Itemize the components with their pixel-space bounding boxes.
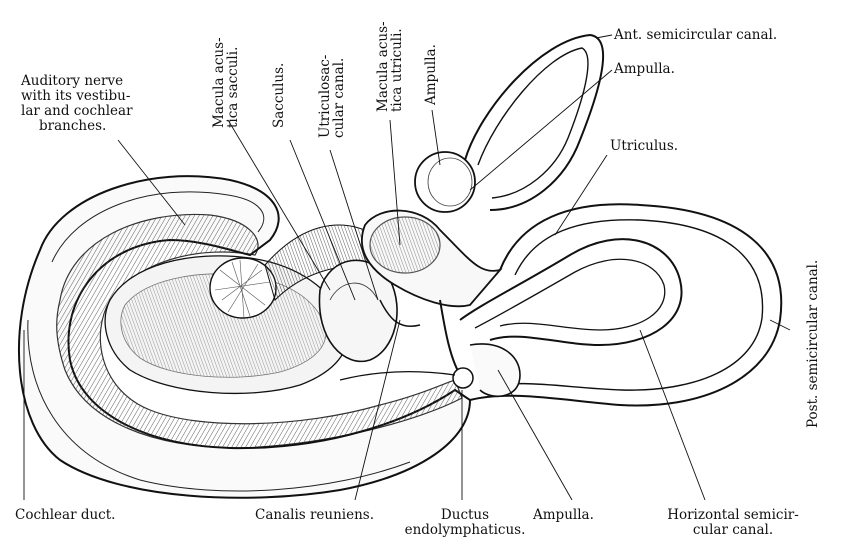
pointer-horizontal-canal xyxy=(640,330,705,500)
label-macula-sacculi: Macula acus- tica sacculi. xyxy=(212,37,240,128)
pointer-ant-canal xyxy=(596,35,612,38)
pointer-ampulla-lower xyxy=(498,370,572,500)
label-post-semicircular-canal: Post. semicircular canal. xyxy=(806,260,820,428)
label-sacculus: Sacculus. xyxy=(272,63,286,128)
label-auditory-nerve: Auditory nerve with its vestibu- lar and… xyxy=(21,74,133,134)
label-utriculosaccular-canal: Utriculosac- cular canal. xyxy=(318,55,346,138)
horizontal-semicircular-canal xyxy=(460,239,682,396)
label-ant-semicircular-canal: Ant. semicircular canal. xyxy=(614,28,777,43)
label-canalis-reuniens: Canalis reuniens. xyxy=(255,508,374,523)
label-ampulla-upper: Ampulla. xyxy=(614,62,675,77)
anterior-semicircular-canal xyxy=(465,35,603,210)
label-ampulla-lower: Ampulla. xyxy=(533,508,594,523)
label-horizontal-semicircular-canal: Horizontal semicir- cular canal. xyxy=(648,508,818,538)
ampulla-upper-structure xyxy=(415,152,475,212)
label-macula-utriculi: Macula acus- tica utriculi. xyxy=(376,21,404,112)
pointer-utriculus xyxy=(555,155,607,235)
label-utriculus: Utriculus. xyxy=(610,139,678,154)
label-ductus-endolymphaticus: Ductus endolymphaticus. xyxy=(397,508,533,538)
pointer-ampulla-upper xyxy=(470,70,612,190)
label-ampulla-vertical: Ampulla. xyxy=(424,44,438,105)
label-cochlear-duct: Cochlear duct. xyxy=(15,508,115,523)
